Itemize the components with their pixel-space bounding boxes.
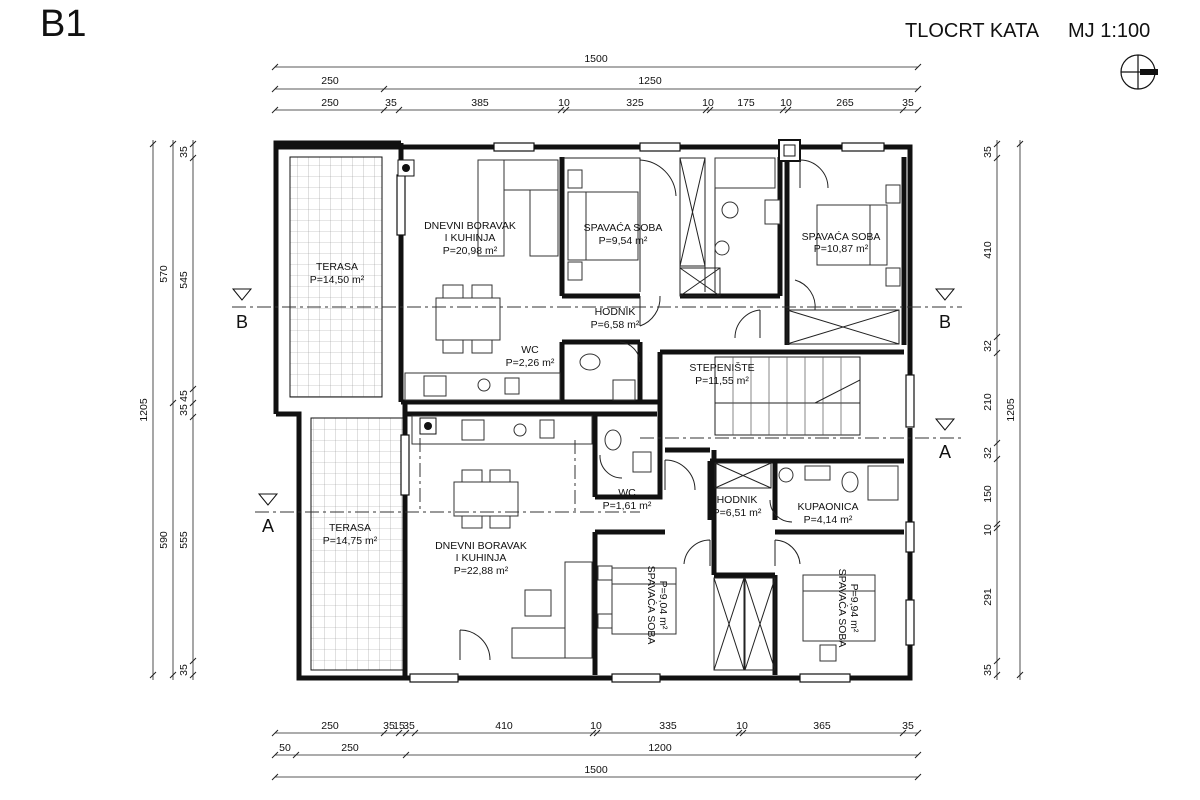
dim-top-r3-9: 35: [902, 97, 914, 109]
dimension-lines: [149, 63, 1024, 781]
room-name-living-top-2: I KUHINJA: [445, 232, 496, 244]
room-name-bed1-top: SPAVAĆA SOBA: [584, 221, 663, 234]
dim-top-r3-1: 35: [385, 97, 397, 109]
dim-left-in-0: 35: [178, 146, 190, 158]
dim-top-total: 1500: [584, 53, 608, 65]
dim-right-in-1: 410: [982, 241, 994, 259]
dim-left-in-1: 545: [178, 271, 190, 289]
sheet-scale: MJ 1:100: [1068, 20, 1150, 42]
room-name-bath-bottom: KUPAONICA: [797, 501, 858, 513]
room-name-bed1-bottom: SPAVAĆA SOBA: [645, 566, 658, 645]
furniture: [397, 157, 901, 662]
dim-bot-r1-4: 410: [495, 720, 513, 732]
dim-left-in-3: 35: [178, 404, 190, 416]
room-area-wc-bottom: P=1,61 m²: [603, 500, 652, 512]
dim-top-r3-4: 325: [626, 97, 644, 109]
section-a-right-label: A: [939, 442, 951, 462]
dim-top-r3-8: 265: [836, 97, 854, 109]
room-area-hall-bottom: P=6,51 m²: [713, 507, 762, 519]
room-name-bed2-bottom: SPAVAĆA SOBA: [836, 569, 849, 648]
dim-top-r2-0: 250: [321, 75, 339, 87]
room-name-living-top-1: DNEVNI BORAVAK: [424, 220, 516, 232]
dim-top-r3-5: 10: [702, 97, 714, 109]
doors: [459, 159, 829, 661]
dim-left-mid-1: 590: [158, 531, 170, 549]
dimension-texts: 1500 250 1250 250 35 385 10 325 10 175 1…: [279, 53, 914, 776]
dim-right-in-4: 32: [982, 447, 994, 459]
dim-top-r3-6: 175: [737, 97, 755, 109]
dim-bot-r2-1: 250: [341, 742, 359, 754]
dimension-texts-vertical: 1205 570 590 35 545 45 35 555 35 35 410 …: [138, 146, 1017, 676]
room-area-living-bottom: P=22,88 m²: [454, 565, 509, 577]
room-name-living-bottom-1: DNEVNI BORAVAK: [435, 540, 527, 552]
room-labels: TERASA P=14,50 m² DNEVNI BORAVAK I KUHIN…: [310, 220, 881, 647]
dim-right-in-2: 32: [982, 340, 994, 352]
dim-top-r2-1: 1250: [638, 75, 662, 87]
wardrobes: [679, 157, 900, 671]
dim-right-in-7: 291: [982, 588, 994, 606]
room-area-stair: P=11,55 m²: [695, 375, 749, 387]
dim-top-r3-0: 250: [321, 97, 339, 109]
room-area-bed1-bottom: P=9,04 m²: [657, 581, 669, 630]
dim-bot-r1-1: 35: [383, 720, 395, 732]
section-a-left-label: A: [262, 516, 274, 536]
dim-right-outer: 1205: [1005, 398, 1017, 422]
dim-left-in-5: 35: [178, 664, 190, 676]
terrace-top: [289, 156, 383, 398]
room-name-stair: STEPENIŠTE: [689, 361, 754, 374]
room-area-bath-bottom: P=4,14 m²: [804, 514, 853, 526]
dim-bot-r1-9: 35: [902, 720, 914, 732]
section-lines: B B A A: [231, 288, 962, 536]
section-b-right-label: B: [939, 312, 951, 332]
room-area-bed2-bottom: P=9,94 m²: [848, 584, 860, 633]
sheet-title: TLOCRT KATA: [905, 20, 1040, 42]
dim-bot-r1-5: 10: [590, 720, 602, 732]
room-name-wc-bottom: WC: [618, 487, 636, 499]
dim-bot-total: 1500: [584, 764, 608, 776]
room-area-bed2-top: P=10,87 m²: [814, 243, 869, 255]
room-name-bed2-top: SPAVAĆA SOBA: [802, 230, 881, 243]
room-area-living-top: P=20,98 m²: [443, 245, 498, 257]
room-area-terasa-bottom: P=14,75 m²: [323, 535, 378, 547]
dim-right-in-5: 150: [982, 485, 994, 503]
dim-bot-r1-0: 250: [321, 720, 339, 732]
dim-bot-r1-3: 35: [403, 720, 415, 732]
sheet-code: B1: [40, 3, 86, 45]
dim-right-in-0: 35: [982, 146, 994, 158]
north-arrow-icon: [1120, 54, 1158, 90]
walls: [273, 140, 913, 681]
dim-bot-r1-7: 10: [736, 720, 748, 732]
room-area-wc-top: P=2,26 m²: [506, 357, 555, 369]
dim-right-in-3: 210: [982, 393, 994, 411]
room-area-terasa-top: P=14,50 m²: [310, 274, 365, 286]
dim-right-in-8: 35: [982, 664, 994, 676]
room-area-hall-top: P=6,58 m²: [591, 319, 640, 331]
terrace-bottom: [310, 417, 404, 671]
room-name-hall-top: HODNIK: [595, 306, 636, 318]
dim-bot-r2-0: 50: [279, 742, 291, 754]
dim-top-r3-7: 10: [780, 97, 792, 109]
dim-left-outer: 1205: [138, 398, 150, 422]
room-name-terasa-top: TERASA: [316, 261, 358, 273]
dim-left-in-4: 555: [178, 531, 190, 549]
dim-top-r3-3: 10: [558, 97, 570, 109]
room-name-living-bottom-2: I KUHINJA: [456, 552, 507, 564]
dim-left-in-2: 45: [178, 390, 190, 402]
dim-bot-r1-2: 15: [393, 720, 405, 732]
staircase: [714, 356, 861, 436]
dim-bot-r2-2: 1200: [648, 742, 672, 754]
room-area-bed1-top: P=9,54 m²: [599, 235, 648, 247]
dim-bot-r1-6: 335: [659, 720, 677, 732]
room-name-wc-top: WC: [521, 344, 539, 356]
room-name-hall-bottom: HODNIK: [717, 494, 758, 506]
windows: [396, 139, 915, 683]
dim-left-mid-0: 570: [158, 265, 170, 283]
dim-bot-r1-8: 365: [813, 720, 831, 732]
room-name-terasa-bottom: TERASA: [329, 522, 371, 534]
dim-top-r3-2: 385: [471, 97, 489, 109]
dim-right-in-6: 10: [982, 524, 994, 536]
section-b-left-label: B: [236, 312, 248, 332]
